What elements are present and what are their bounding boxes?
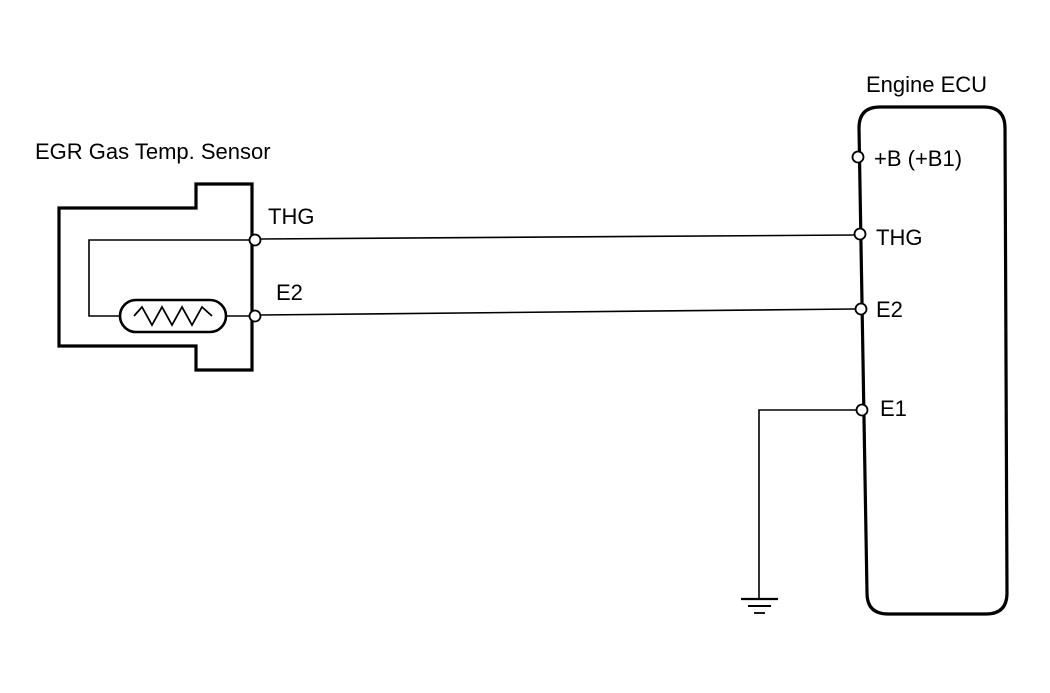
ecu-terminal-e2 [854, 302, 868, 316]
ecu-body [857, 105, 1009, 616]
sensor-internal-thg-wire [88, 239, 255, 317]
ground-icon [741, 597, 778, 614]
e2-wire [259, 308, 856, 316]
ecu-terminal-b-label: +B (+B1) [874, 146, 962, 171]
thermistor-icon [118, 298, 228, 334]
ecu-terminal-thg [853, 227, 867, 241]
ecu-terminal-e2-label: E2 [876, 297, 903, 322]
sensor-terminal-e2-label: E2 [276, 280, 303, 305]
ecu-terminal-e1-label: E1 [880, 396, 907, 421]
sensor-terminal-thg-label: THG [268, 204, 314, 229]
e1-ground-wire [758, 409, 856, 598]
sensor-housing [57, 182, 254, 372]
sensor-terminal-e2 [248, 309, 262, 323]
thg-wire [259, 234, 856, 240]
ecu-terminal-thg-label: THG [876, 225, 922, 250]
ecu-title: Engine ECU [866, 72, 987, 97]
ecu-terminal-b [851, 150, 865, 164]
sensor-terminal-thg [248, 233, 262, 247]
sensor-title: EGR Gas Temp. Sensor [35, 139, 271, 164]
ecu-terminal-e1 [855, 403, 869, 417]
